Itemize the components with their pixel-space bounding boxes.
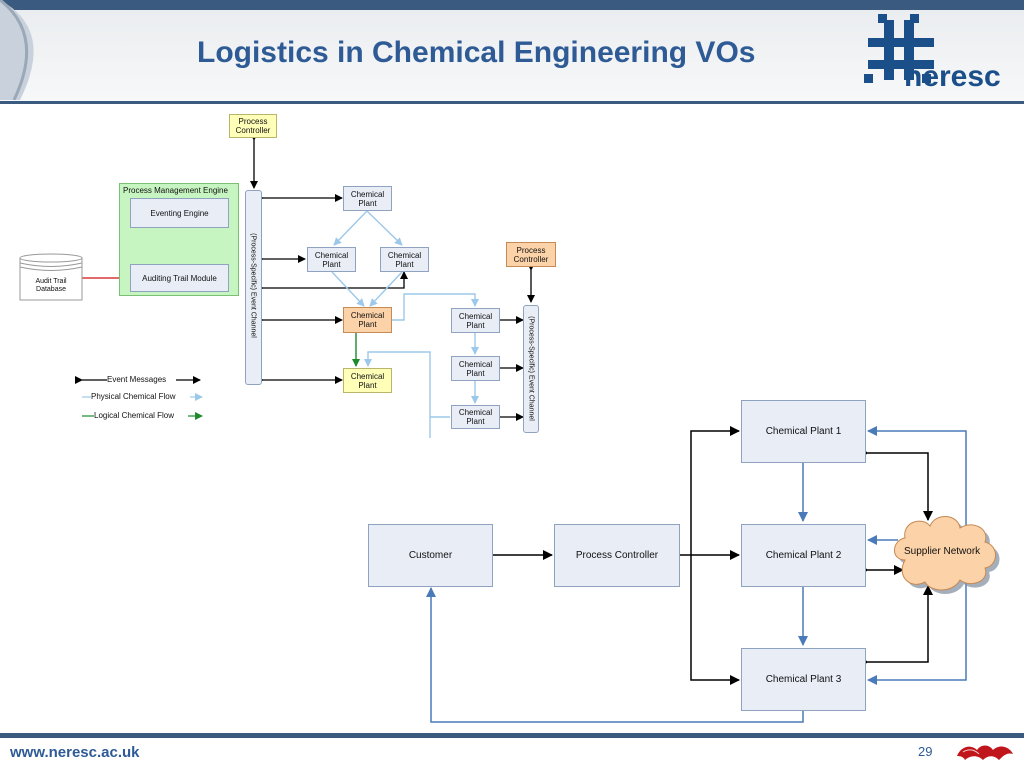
- chemical-plant-1-box[interactable]: Chemical Plant 1: [741, 400, 866, 463]
- chemical-plant-right[interactable]: Chemical Plant: [380, 247, 429, 272]
- process-controller-top[interactable]: Process Controller: [229, 114, 277, 138]
- chemical-plant-orange[interactable]: Chemical Plant: [343, 307, 392, 333]
- database-icon: [19, 253, 83, 301]
- legend-logical-flow: Logical Chemical Flow: [94, 411, 175, 420]
- page-number: 29: [918, 744, 933, 759]
- neresc-logo: [864, 14, 934, 83]
- auditing-trail-module[interactable]: Auditing Trail Module: [130, 264, 229, 292]
- process-controller-box[interactable]: Process Controller: [554, 524, 680, 587]
- audit-trail-database-label: Audit Trail Database: [35, 278, 67, 293]
- chemical-plant-top[interactable]: Chemical Plant: [343, 186, 392, 211]
- logo-text: neresc: [904, 60, 1001, 93]
- supplier-network-label: Supplier Network: [904, 546, 981, 557]
- chemical-plant-chain-1[interactable]: Chemical Plant: [451, 308, 500, 333]
- process-management-engine-label: Process Management Engine: [123, 186, 228, 195]
- eventing-engine[interactable]: Eventing Engine: [130, 198, 229, 228]
- header-bar: [0, 0, 1024, 103]
- chemical-plant-2-box[interactable]: Chemical Plant 2: [741, 524, 866, 587]
- event-channel-right-label: (Process-Specific) Event Channel: [527, 316, 535, 421]
- legend-event-messages: Event Messages: [107, 375, 167, 384]
- chemical-plant-chain-3[interactable]: Chemical Plant: [451, 405, 500, 429]
- chemical-plant-left[interactable]: Chemical Plant: [307, 247, 356, 272]
- event-channel-left[interactable]: [245, 190, 262, 385]
- event-channel-left-label: (Process-Specific) Event Channel: [249, 233, 257, 338]
- header-rule: [0, 101, 1024, 104]
- footer-url[interactable]: www.neresc.ac.uk: [10, 744, 140, 761]
- chemical-plant-3-box[interactable]: Chemical Plant 3: [741, 648, 866, 711]
- page-title: Logistics in Chemical Engineering VOs: [197, 36, 756, 69]
- customer-box[interactable]: Customer: [368, 524, 493, 587]
- legend-physical-flow: Physical Chemical Flow: [91, 392, 176, 401]
- event-channel-right[interactable]: [523, 305, 539, 433]
- footer-rule: [0, 733, 1024, 738]
- chemical-plant-chain-2[interactable]: Chemical Plant: [451, 356, 500, 381]
- chemical-plant-yellow[interactable]: Chemical Plant: [343, 368, 392, 393]
- header-swoosh: [0, 0, 34, 100]
- footer-logo-icon: [957, 745, 1013, 760]
- top-stripe: [0, 0, 1024, 10]
- process-controller-right[interactable]: Process Controller: [506, 242, 556, 267]
